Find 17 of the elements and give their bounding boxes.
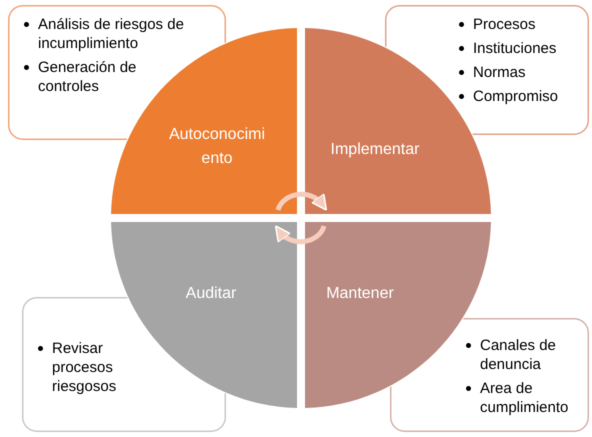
segment-label: Implementar bbox=[330, 140, 420, 160]
text-box bbox=[22, 297, 226, 432]
bullet-text: Análisis de riesgos de incumplimiento bbox=[38, 15, 188, 53]
bullet-text: Area de cumplimiento bbox=[480, 379, 592, 417]
text-box bbox=[390, 318, 589, 432]
bullet-text: Compromiso bbox=[473, 87, 592, 106]
bullet-text: Procesos bbox=[473, 15, 592, 34]
bullet-text: Canales de denuncia bbox=[480, 336, 592, 374]
bullet-text: Revisar procesos riesgosos bbox=[52, 339, 152, 396]
bullet-text: Generación de controles bbox=[38, 58, 188, 96]
text-box bbox=[385, 5, 589, 135]
segment-label: Mantener bbox=[325, 284, 395, 304]
segment-label: Autoconocimiento bbox=[168, 125, 266, 169]
bullet-text: Normas bbox=[473, 63, 592, 82]
bullet-text: Instituciones bbox=[473, 39, 592, 58]
segment-label: Auditar bbox=[184, 284, 238, 304]
cycle-arrow bbox=[274, 225, 326, 244]
